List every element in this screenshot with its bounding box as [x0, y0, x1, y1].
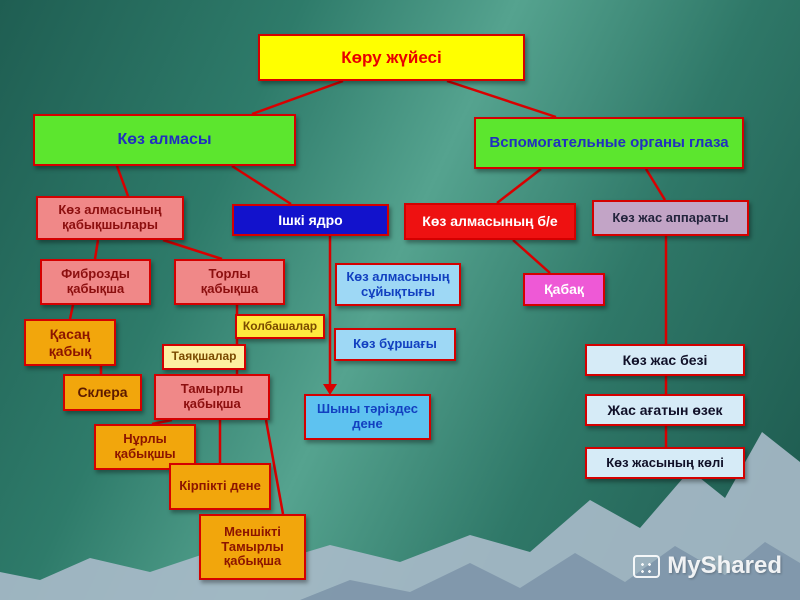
myshared-logo-icon [633, 554, 661, 578]
diagram-node-ciliary-body: Кірпікті дене [169, 463, 271, 510]
diagram-node-eyeball-membranes: Көз алмасының қабықшылары [36, 196, 184, 240]
diagram-node-sclera: Склера [63, 374, 142, 411]
edge-membranes-fibrous [93, 239, 100, 260]
diagram-node-eyelid: Қабақ [523, 273, 605, 306]
edge-membranes-retina [162, 238, 223, 261]
arrowhead-vitreous [323, 384, 337, 395]
edge-title-auxiliary [446, 79, 557, 119]
diagram-node-cornea: Қасаң қабық [24, 319, 116, 366]
diagram-node-fibrous-membrane: Фиброзды қабықша [40, 259, 151, 305]
diagram-node-tear-gland: Көз жас безі [585, 344, 745, 376]
mountain-front-ridge [300, 542, 800, 600]
diagram-node-cones: Колбашалар [235, 314, 325, 339]
edge-vascular-choroid [264, 419, 285, 515]
diagram-node-inner-core: Ішкі ядро [232, 204, 389, 236]
diagram-node-tear-duct: Жас ағатын өзек [585, 394, 745, 426]
myshared-watermark-text: MyShared [667, 552, 782, 579]
diagram-node-rods: Таяқшалар [162, 344, 246, 370]
edge-title-eyeball [251, 79, 344, 116]
diagram-node-eyeball-be: Көз алмасының б/е [404, 203, 576, 240]
edge-eyeball-membranes [115, 165, 130, 197]
diagram-node-choroid: Меншікті Тамырлы қабықша [199, 514, 306, 580]
edge-eyeball-be-eyelid [512, 239, 551, 274]
edge-auxiliary-eyeball-be [496, 168, 542, 204]
diagram-node-retina: Торлы қабықша [174, 259, 285, 305]
diagram-node-lens: Көз бұршағы [334, 328, 456, 361]
diagram-node-vascular-membrane: Тамырлы қабықша [154, 374, 270, 420]
edge-auxiliary-tear-apparatus [644, 168, 667, 201]
diagram-node-vitreous-body: Шыны тәріздес дене [304, 394, 431, 440]
edge-fibrous-cornea [68, 304, 75, 320]
diagram-node-tear-lake: Көз жасының көлі [585, 447, 745, 479]
diagram-node-tear-apparatus: Көз жас аппараты [592, 200, 749, 236]
diagram-node-title: Көру жүйесі [258, 34, 525, 81]
edge-eyeball-inner-core [231, 164, 292, 206]
diagram-node-auxiliary-organs: Вспомогательные органы глаза [474, 117, 744, 169]
diagram-node-eyeball: Көз алмасы [33, 114, 296, 166]
diagram-node-iris: Нұрлы қабықшы [94, 424, 196, 470]
myshared-watermark: MyShared [633, 552, 782, 580]
edge-vascular-iris [151, 418, 173, 426]
diagram-node-eye-fluid: Көз алмасының сұйықтығы [335, 263, 461, 306]
